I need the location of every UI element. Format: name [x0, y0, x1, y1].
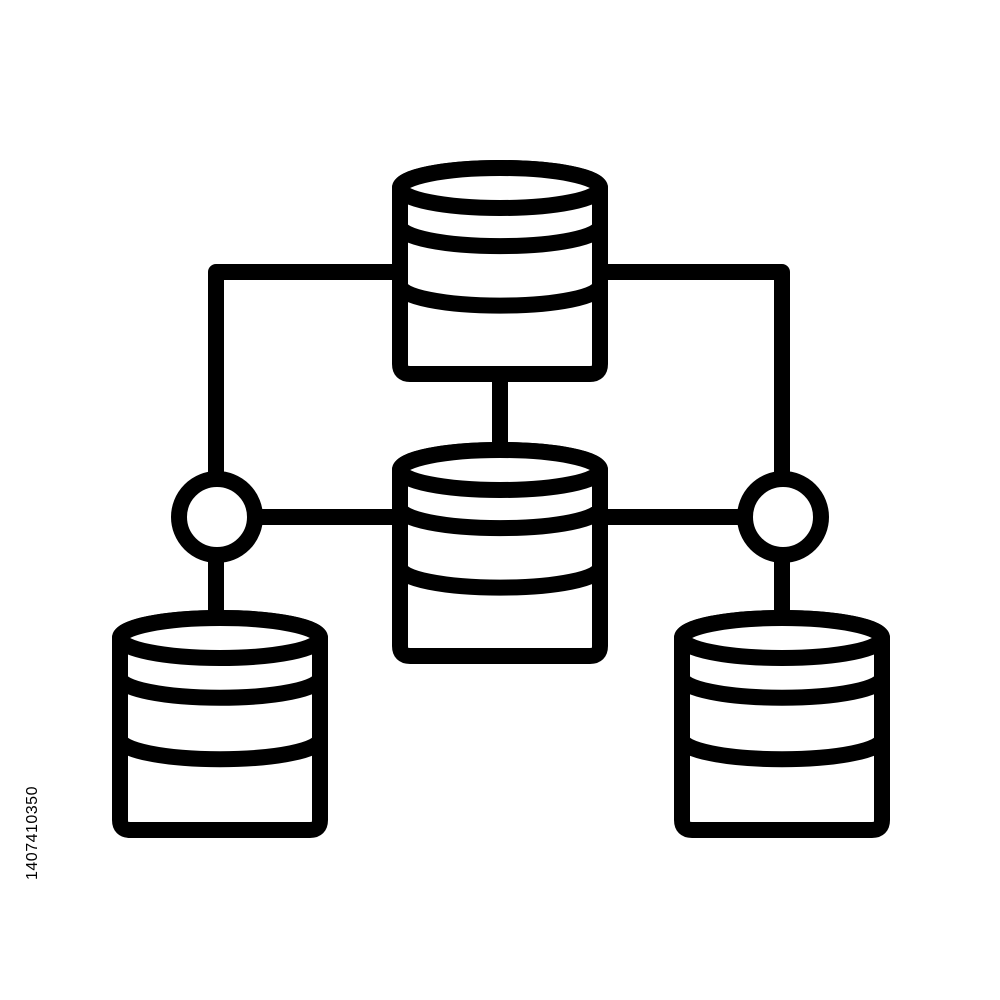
database-band-2 — [112, 731, 328, 768]
database-icon — [674, 610, 890, 838]
database-band-2 — [674, 731, 890, 768]
junction-right-node — [737, 471, 829, 563]
database-band-1 — [112, 669, 328, 706]
database-band-1 — [674, 669, 890, 706]
database-band-2 — [392, 277, 608, 314]
database-lid — [392, 442, 608, 498]
database-lid — [674, 610, 890, 666]
stock-id-watermark: 1407410350 — [24, 786, 41, 880]
edge-top-to-right-junction — [592, 264, 790, 486]
database-band-1 — [392, 500, 608, 537]
database-band-2 — [392, 559, 608, 596]
database-lid — [112, 610, 328, 666]
junction-left-node — [171, 471, 263, 563]
database-lid — [392, 160, 608, 216]
database-icon — [112, 610, 328, 838]
connector-lines — [208, 264, 790, 640]
database-icon — [392, 442, 608, 664]
edge-top-to-left-junction — [208, 264, 408, 486]
database-band-1 — [392, 218, 608, 255]
database-icon — [392, 160, 608, 382]
